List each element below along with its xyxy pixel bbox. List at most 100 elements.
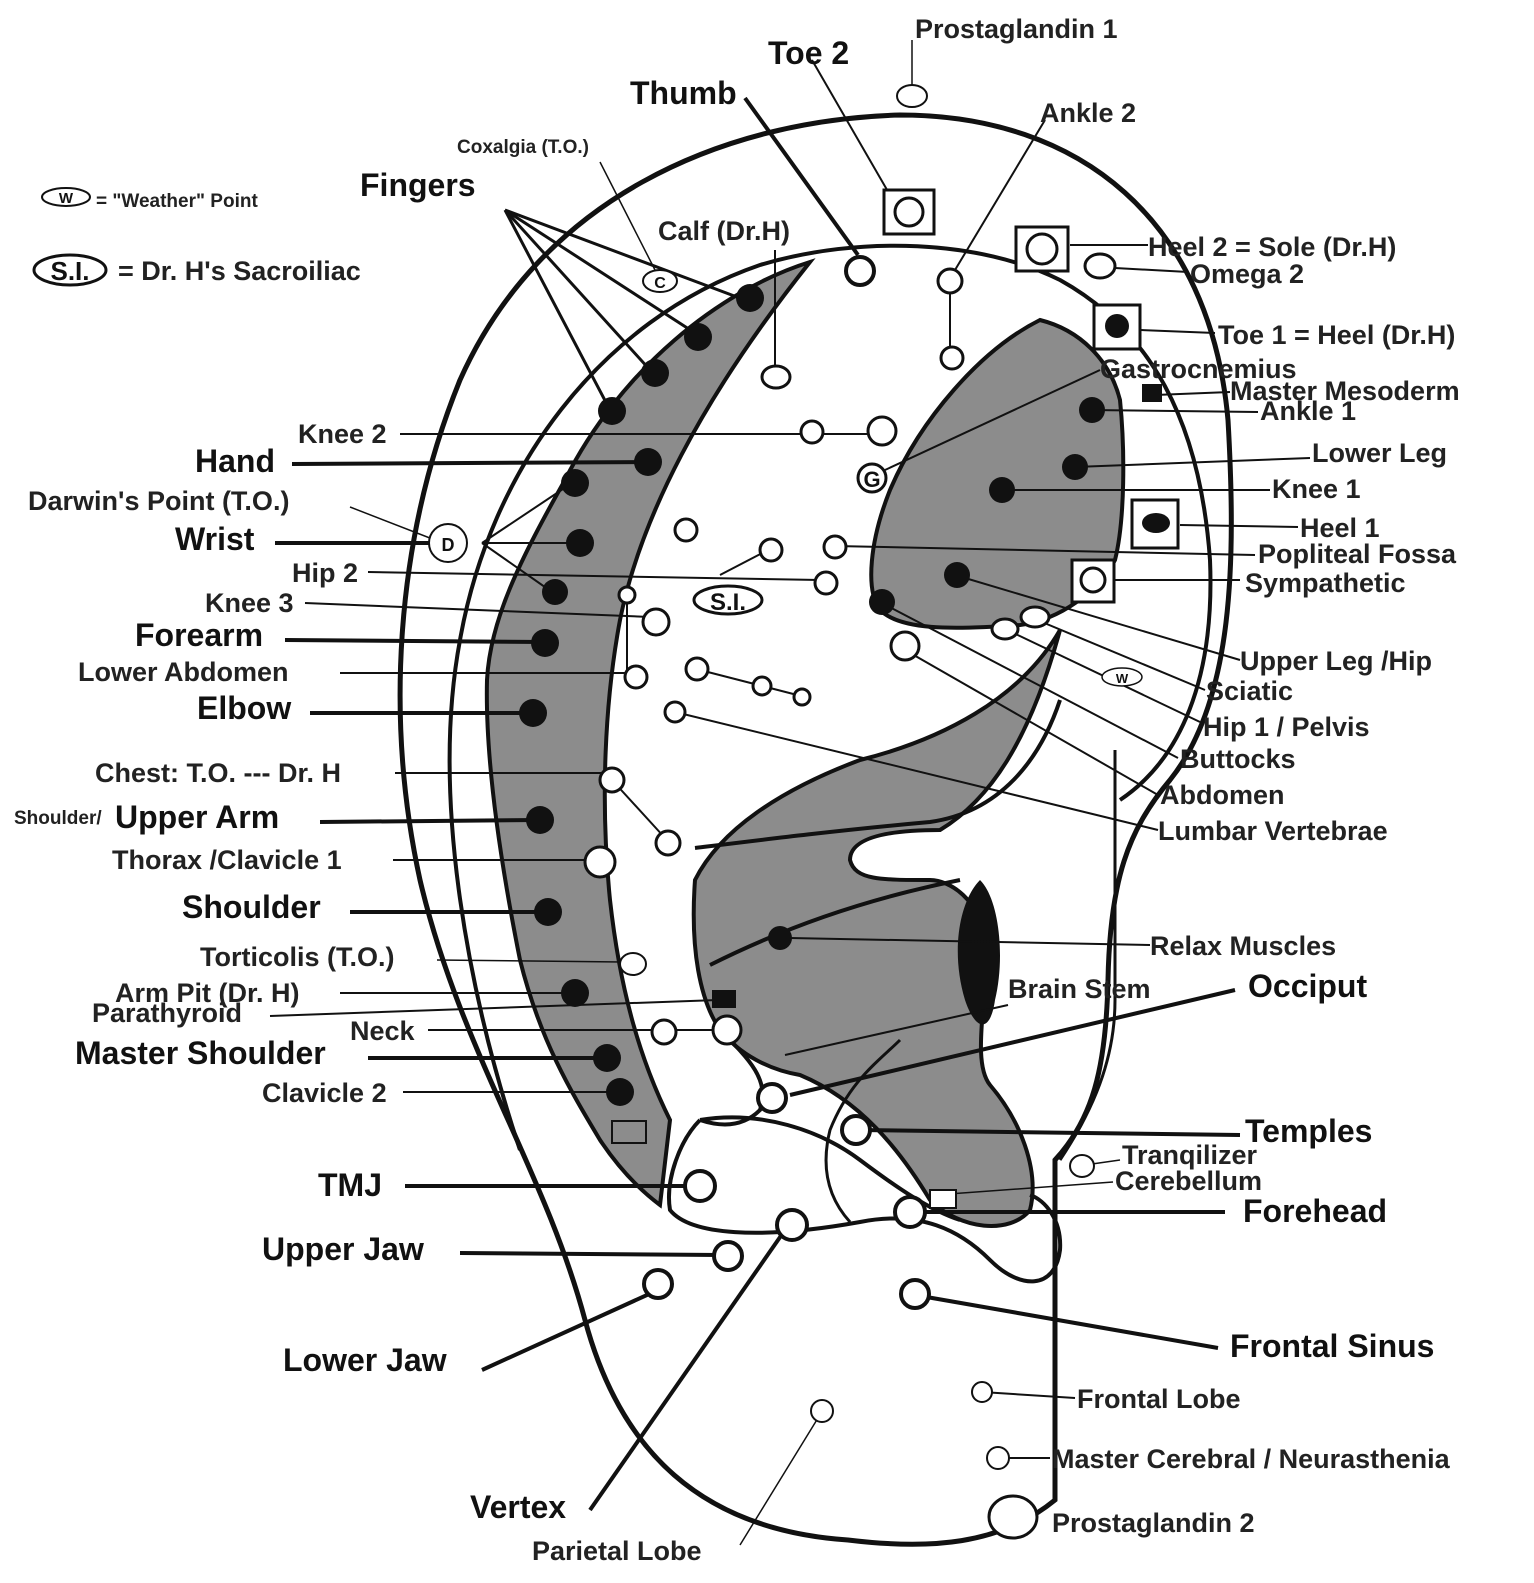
- point-oval-1: [675, 519, 697, 541]
- point-master-shoulder: [593, 1044, 621, 1072]
- point-forearm: [531, 629, 559, 657]
- point-knee-2b: [868, 417, 896, 445]
- label-relax-muscles: Relax Muscles: [1150, 931, 1336, 961]
- point-ankle-2: [938, 269, 962, 293]
- point-lower-leg: [1062, 454, 1088, 480]
- legend-si-symbol-text: S.I.: [50, 256, 89, 286]
- label-master-cerebral: Master Cerebral / Neurasthenia: [1052, 1444, 1451, 1474]
- point-upper-leg-dot: [944, 562, 970, 588]
- label-prostaglandin-1: Prostaglandin 1: [915, 14, 1118, 44]
- label-sciatic: Sciatic: [1206, 676, 1293, 706]
- point-popliteal-fossa: [824, 536, 846, 558]
- point-omega-2: [1085, 254, 1115, 278]
- point-fingers-3: [641, 359, 669, 387]
- point-master-cerebral: [987, 1447, 1009, 1469]
- label-thorax-clavicle-1: Thorax /Clavicle 1: [112, 845, 342, 875]
- point-arm-pit: [561, 979, 589, 1007]
- label-wrist: Wrist: [175, 521, 255, 557]
- point-ankle-2b: [941, 347, 963, 369]
- label-brain-stem: Brain Stem: [1008, 974, 1151, 1004]
- point-ankle-1: [1079, 397, 1105, 423]
- point-abdomen-b: [753, 677, 771, 695]
- label-knee-2: Knee 2: [298, 419, 387, 449]
- point-oval-2: [760, 539, 782, 561]
- label-neck: Neck: [350, 1016, 416, 1046]
- concha-shaded-region: [694, 630, 1060, 1226]
- point-prostaglandin-2: [989, 1496, 1037, 1538]
- point-lower-jaw: [644, 1270, 672, 1298]
- point-lower-abdomen: [625, 666, 647, 688]
- legend-weather-symbol-text: W: [59, 190, 74, 207]
- point-si-symbol: S.I.: [710, 589, 746, 616]
- label-ankle-1: Ankle 1: [1260, 396, 1356, 426]
- point-heel-2: [1027, 234, 1057, 264]
- label-abdomen: Abdomen: [1160, 780, 1285, 810]
- label-upper-leg-hip: Upper Leg /Hip: [1240, 646, 1432, 676]
- point-elbow: [519, 699, 547, 727]
- point-abdomen-c: [794, 689, 810, 705]
- label-shoulder: Shoulder: [182, 889, 321, 925]
- label-lower-leg: Lower Leg: [1312, 438, 1447, 468]
- label-chest: Chest: T.O. --- Dr. H: [95, 758, 341, 788]
- label-parietal-lobe: Parietal Lobe: [532, 1536, 702, 1566]
- label-knee-3: Knee 3: [205, 588, 294, 618]
- point-thumb: [846, 257, 874, 285]
- label-buttocks: Buttocks: [1180, 744, 1296, 774]
- label-elbow: Elbow: [197, 690, 291, 726]
- label-torticolis: Torticolis (T.O.): [200, 942, 395, 972]
- label-tmj: TMJ: [318, 1167, 382, 1203]
- point-temples: [842, 1116, 870, 1144]
- point-heel-1: [1142, 513, 1170, 533]
- label-ankle-2: Ankle 2: [1040, 98, 1136, 128]
- label-cerebellum: Cerebellum: [1115, 1166, 1262, 1196]
- label-coxalgia: Coxalgia (T.O.): [457, 137, 589, 158]
- point-shoulder: [534, 898, 562, 926]
- point-chest-b: [656, 831, 680, 855]
- label-omega-2: Omega 2: [1190, 259, 1304, 289]
- point-frontal-lobe: [972, 1382, 992, 1402]
- point-toe-1: [1105, 314, 1129, 338]
- point-sympathetic: [1081, 568, 1105, 592]
- point-knee-3a: [619, 587, 635, 603]
- point-hand: [634, 448, 662, 476]
- point-neck-a: [652, 1020, 676, 1044]
- label-fingers: Fingers: [360, 167, 476, 203]
- label-knee-1: Knee 1: [1272, 474, 1361, 504]
- label-toe-1: Toe 1 = Heel (Dr.H): [1218, 320, 1455, 350]
- point-prostaglandin-1: [897, 85, 927, 107]
- point-torticolis: [620, 953, 646, 975]
- point-frontal-sinus: [901, 1280, 929, 1308]
- label-forearm: Forearm: [135, 617, 263, 653]
- point-upper-jaw: [714, 1242, 742, 1270]
- legend-si-text: = Dr. H's Sacroiliac: [118, 256, 361, 286]
- point-knee-3: [643, 609, 669, 635]
- point-weather-symbol: W: [1116, 671, 1129, 686]
- label-lower-jaw: Lower Jaw: [283, 1342, 447, 1378]
- label-temples: Temples: [1245, 1113, 1372, 1149]
- label-lower-abdomen: Lower Abdomen: [78, 657, 289, 687]
- label-lumbar-vertebrae: Lumbar Vertebrae: [1158, 816, 1388, 846]
- label-upper-jaw: Upper Jaw: [262, 1231, 424, 1267]
- label-thumb: Thumb: [630, 75, 737, 111]
- point-darwin-symbol: D: [442, 535, 455, 555]
- point-tmj: [685, 1171, 715, 1201]
- point-buttocks-dot: [869, 589, 895, 615]
- point-knee-1: [989, 477, 1015, 503]
- point-wrist-a: [561, 469, 589, 497]
- point-thorax: [585, 847, 615, 877]
- label-frontal-sinus: Frontal Sinus: [1230, 1328, 1434, 1364]
- point-square-lower: [612, 1121, 646, 1143]
- label-master-shoulder: Master Shoulder: [75, 1035, 326, 1071]
- point-toe-2: [895, 198, 923, 226]
- point-fingers-1: [736, 284, 764, 312]
- point-hip-1: [891, 632, 919, 660]
- label-sympathetic: Sympathetic: [1245, 568, 1406, 598]
- point-upper-arm: [526, 806, 554, 834]
- point-wrist: [566, 529, 594, 557]
- label-frontal-lobe: Frontal Lobe: [1077, 1384, 1241, 1414]
- point-upper-leg-hip: [1021, 607, 1049, 627]
- label-parathyroid: Parathyroid: [92, 998, 242, 1028]
- point-wrist-c: [542, 579, 568, 605]
- point-fingers-4: [598, 397, 626, 425]
- point-sciatic-a: [992, 619, 1018, 639]
